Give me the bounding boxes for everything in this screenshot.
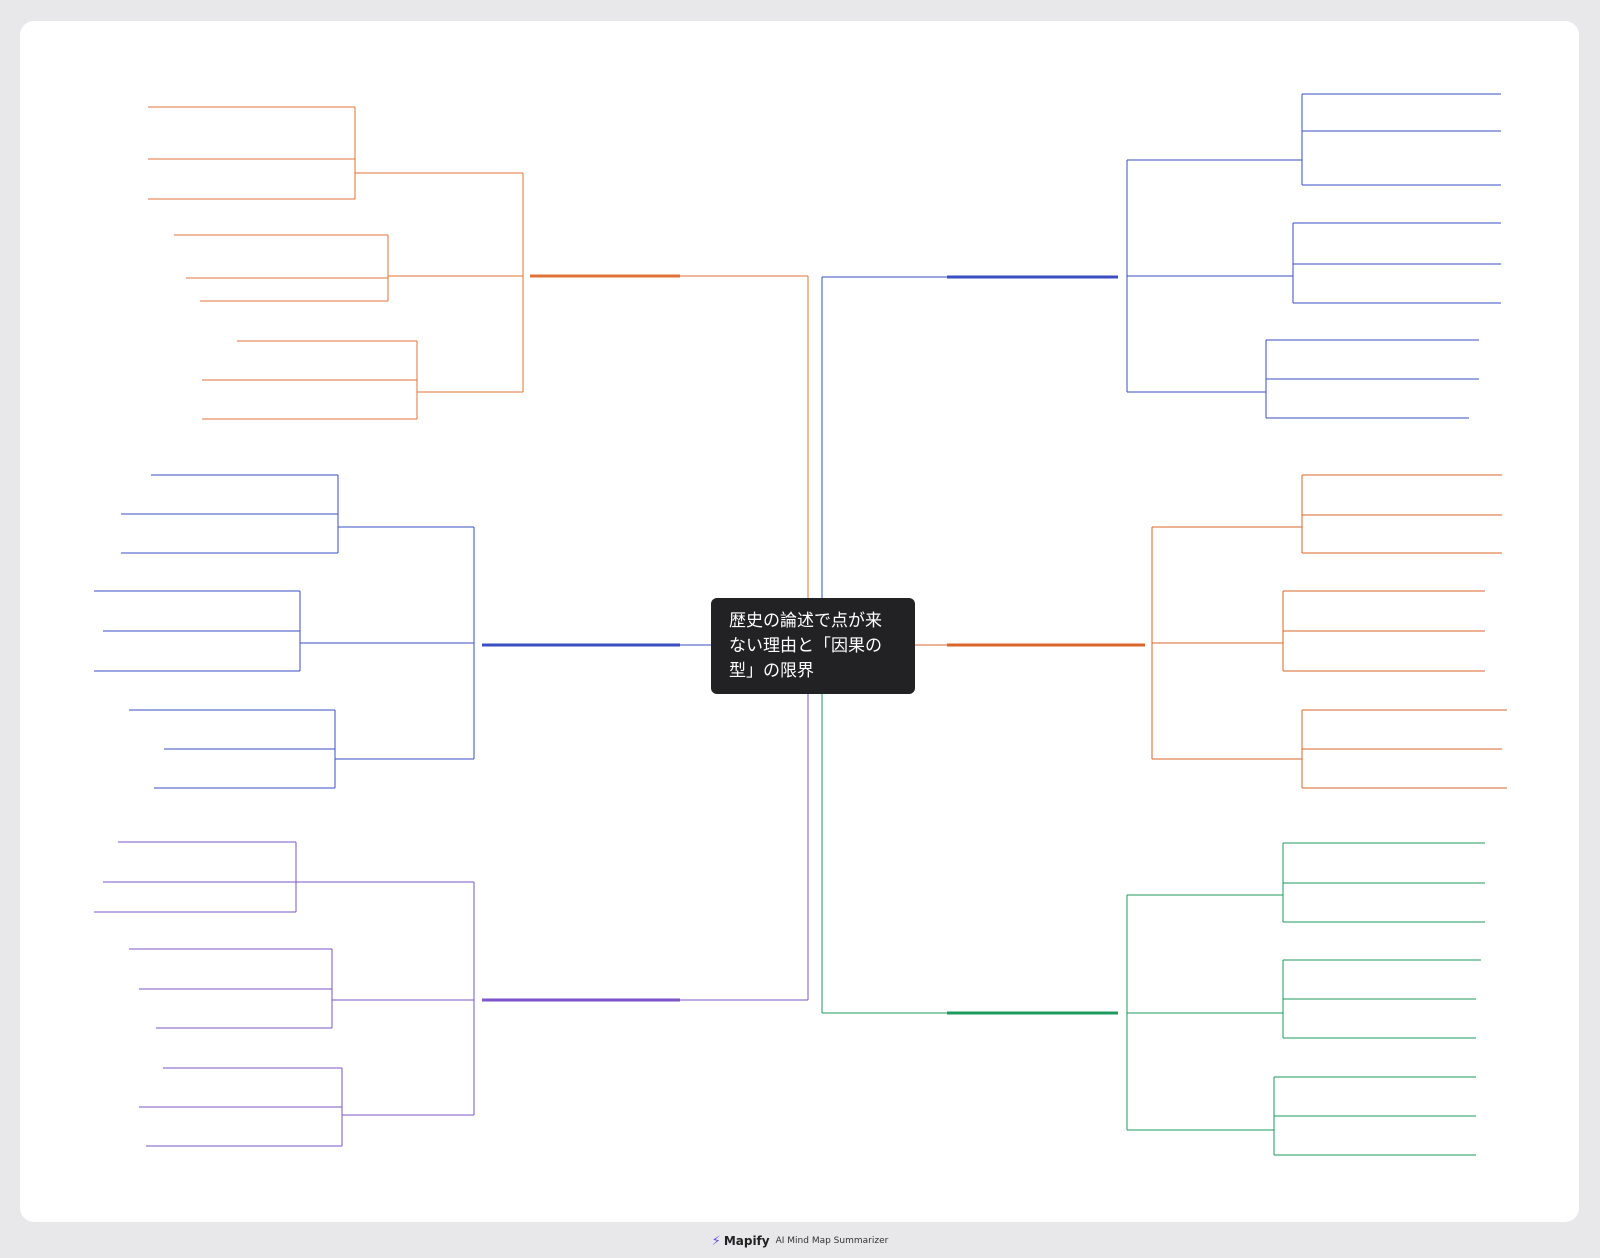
mapify-logo[interactable]: ⚡Mapify [712, 1234, 770, 1249]
root-topic[interactable]: 歴史の論述で点が来ない理由と「因果の型」の限界 [711, 598, 915, 694]
footer: ⚡Mapify AI Mind Map Summarizer [0, 1230, 1600, 1252]
footer-tagline: AI Mind Map Summarizer [775, 1236, 889, 1246]
bolt-icon: ⚡ [711, 1233, 721, 1249]
footer-brand: Mapify [723, 1234, 770, 1248]
